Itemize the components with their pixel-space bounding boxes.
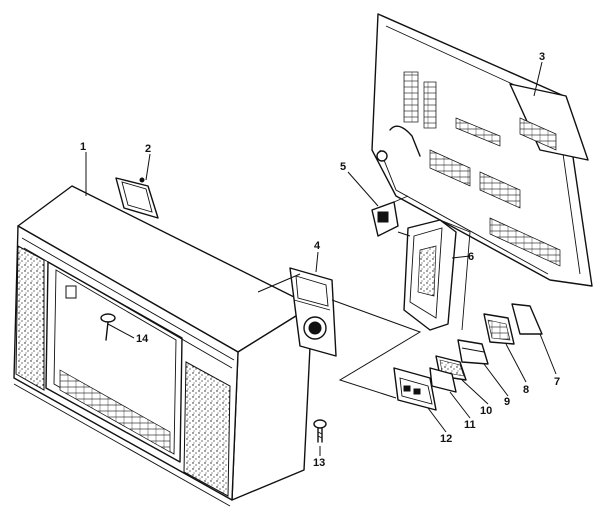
part-7-side-panel (511, 303, 543, 335)
part-6-terminal-board (403, 219, 471, 331)
callout-7: 7 (554, 376, 560, 388)
part-14-fastener (100, 313, 116, 341)
callout-4: 4 (314, 240, 321, 252)
part-5-switch-bracket (371, 195, 409, 237)
callout-13: 13 (313, 457, 325, 469)
callout-8: 8 (523, 384, 529, 396)
callout-9: 9 (504, 396, 510, 408)
part-1-cabinet-front (13, 185, 313, 507)
callout-12: 12 (440, 433, 452, 445)
callout-5: 5 (340, 161, 346, 173)
part-8-button-block (483, 313, 515, 345)
callout-leaders (85, 61, 557, 456)
part-13-screw (313, 419, 327, 443)
callout-6: 6 (468, 251, 474, 263)
callout-1: 1 (80, 141, 86, 153)
callout-14: 14 (136, 333, 149, 345)
assembly-guide-lines (257, 231, 422, 399)
part-2-badge-plate (115, 177, 159, 219)
callout-2: 2 (145, 143, 151, 155)
callout-11: 11 (464, 419, 476, 431)
part-12-button-panel (393, 367, 437, 411)
callout-labels: 1 2 3 4 5 6 7 8 9 10 11 12 13 14 (80, 51, 560, 469)
callout-3: 3 (539, 51, 545, 63)
part-9-button-block (457, 339, 489, 365)
part-4-control-housing (289, 267, 337, 357)
part-3-rear-cover (371, 13, 593, 287)
part-11-button-block (429, 367, 457, 393)
callout-10: 10 (480, 405, 492, 417)
